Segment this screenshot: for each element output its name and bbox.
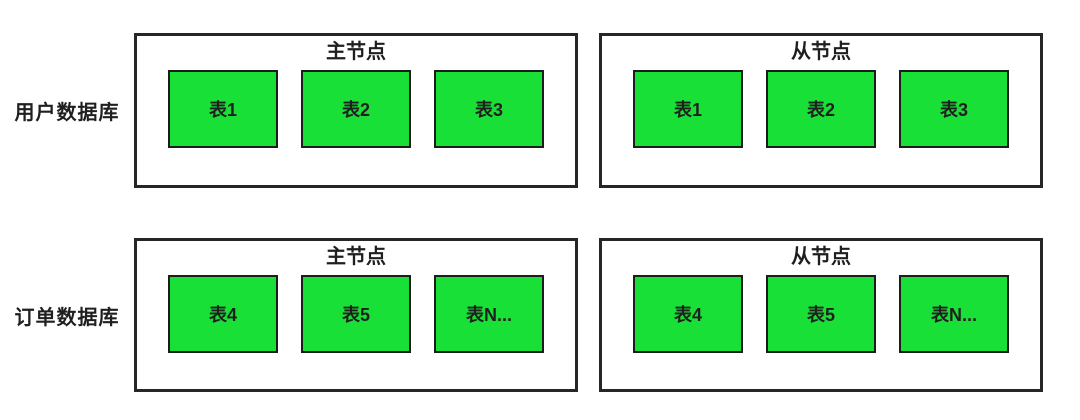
diagram-body: 用户数据库 主节点 表1 表2 表3 从节点 表1 表2 表3 订单数据 [0, 33, 1080, 392]
table-cell: 表4 [633, 275, 743, 353]
order-master-node-box: 主节点 表4 表5 表N... [134, 238, 578, 392]
table-cell: 表1 [168, 70, 278, 148]
table-cell: 表N... [434, 275, 544, 353]
order-master-node-title: 主节点 [326, 246, 386, 268]
order-slave-node-box: 从节点 表4 表5 表N... [599, 238, 1043, 392]
order-slave-tables: 表4 表5 表N... [602, 275, 1040, 353]
table-cell: 表N... [899, 275, 1009, 353]
table-cell: 表2 [301, 70, 411, 148]
user-master-node-title: 主节点 [326, 41, 386, 63]
table-cell: 表5 [301, 275, 411, 353]
user-master-tables: 表1 表2 表3 [137, 70, 575, 148]
database-row-order: 订单数据库 主节点 表4 表5 表N... 从节点 表4 表5 表N... [0, 238, 1080, 392]
user-slave-tables: 表1 表2 表3 [602, 70, 1040, 148]
user-slave-node-box: 从节点 表1 表2 表3 [599, 33, 1043, 188]
user-master-node-box: 主节点 表1 表2 表3 [134, 33, 578, 188]
user-slave-node-title: 从节点 [791, 41, 851, 63]
order-slave-node-title: 从节点 [791, 246, 851, 268]
table-cell: 表3 [899, 70, 1009, 148]
table-cell: 表4 [168, 275, 278, 353]
table-cell: 表1 [633, 70, 743, 148]
table-cell: 表5 [766, 275, 876, 353]
order-master-tables: 表4 表5 表N... [137, 275, 575, 353]
database-row-user: 用户数据库 主节点 表1 表2 表3 从节点 表1 表2 表3 [0, 33, 1080, 188]
database-label-user: 用户数据库 [14, 102, 120, 124]
database-label-order: 订单数据库 [14, 306, 120, 329]
table-cell: 表3 [434, 70, 544, 148]
table-cell: 表2 [766, 70, 876, 148]
